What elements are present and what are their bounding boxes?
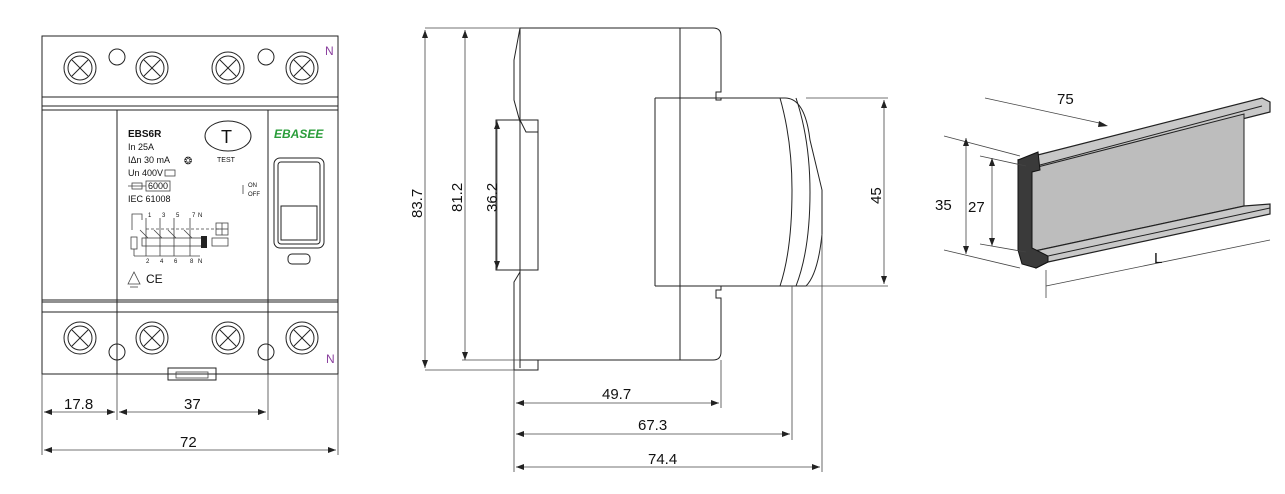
dim-49-7: 49.7: [602, 386, 631, 403]
screw-icon: [211, 321, 245, 355]
top-terminal-block: [41, 35, 339, 111]
terminal-top-3: 3: [162, 213, 166, 219]
neutral-label-bottom: N: [326, 352, 335, 366]
screw-icon: [285, 321, 319, 355]
terminal-bottom-n: N: [198, 259, 202, 265]
dim-36-2: 36.2: [484, 183, 501, 212]
dim-L: L: [1154, 250, 1162, 267]
dim-83-7: 83.7: [409, 189, 426, 218]
screw-icon: [135, 321, 169, 355]
dim-17-8: 17.8: [64, 396, 93, 413]
test-button-shape[interactable]: [204, 120, 252, 152]
front-dimensions: 17.8 37 72: [41, 374, 339, 455]
dim-37: 37: [184, 396, 201, 413]
din-clip-side: [495, 119, 539, 271]
side-view: 83.7 81.2 36.2 45 49.7 67.3 74.4: [409, 27, 888, 472]
test-button-letter: T: [221, 127, 232, 147]
brand-logo: EBASEE: [274, 127, 324, 141]
din-clip: [167, 367, 217, 381]
front-view: N N EBS6R In 25A IΔn 30 mA ❂ Un 400V: [41, 35, 339, 455]
terminal-bottom-6: 6: [174, 259, 178, 265]
warning-triangle-icon: [127, 271, 141, 288]
on-label: ON: [248, 183, 257, 189]
test-button[interactable]: T: [204, 120, 252, 152]
test-hole-icon: [257, 48, 275, 66]
terminal-bottom-2: 2: [146, 259, 150, 265]
gear-icon: ❂: [184, 156, 192, 167]
terminal-top-1: 1: [148, 213, 152, 219]
test-hole-icon: [257, 343, 275, 361]
test-label: TEST: [217, 157, 236, 164]
terminal-top-5: 5: [176, 213, 180, 219]
toggle-lever[interactable]: [273, 157, 325, 249]
terminal-top-7: 7: [192, 213, 196, 219]
screw-icon: [63, 51, 97, 85]
test-hole-icon: [108, 48, 126, 66]
rail-profile-end: [1017, 151, 1049, 269]
terminal-top-n: N: [198, 213, 202, 219]
lever-handle[interactable]: [280, 205, 318, 241]
off-label: OFF: [248, 192, 260, 198]
screw-icon: [285, 51, 319, 85]
dim-74-4: 74.4: [648, 451, 677, 468]
model-label: EBS6R: [128, 129, 162, 140]
side-profile: [519, 27, 823, 361]
residual-current: IΔn 30 mA: [128, 155, 170, 165]
voltage: Un 400V: [128, 168, 163, 178]
bottom-screws: N: [63, 321, 335, 366]
din-rail-view: 75 35 27 L: [935, 91, 1271, 298]
breaking-capacity: 6000: [148, 181, 168, 191]
status-window: [287, 253, 311, 265]
fuse-icon: [128, 182, 146, 190]
neutral-label-top: N: [325, 44, 334, 58]
terminal-bottom-8: 8: [190, 259, 194, 265]
circuit-schematic: 1 3 5 7 N 2 4 6 8: [130, 213, 229, 265]
standard-label: IEC 61008: [128, 194, 171, 204]
dim-75: 75: [1057, 91, 1074, 108]
dim-35: 35: [935, 197, 952, 214]
ce-mark: CE: [146, 272, 163, 286]
screw-icon: [211, 51, 245, 85]
dim-27: 27: [968, 199, 985, 216]
dim-81-2: 81.2: [449, 183, 466, 212]
dim-72: 72: [180, 434, 197, 451]
top-screws: N: [63, 44, 334, 85]
dim-45: 45: [868, 187, 885, 204]
screw-icon: [63, 321, 97, 355]
screw-icon: [135, 51, 169, 85]
terminal-bottom-4: 4: [160, 259, 164, 265]
rated-current: In 25A: [128, 142, 154, 152]
bottom-terminal-block: [41, 299, 339, 375]
dim-67-3: 67.3: [638, 417, 667, 434]
